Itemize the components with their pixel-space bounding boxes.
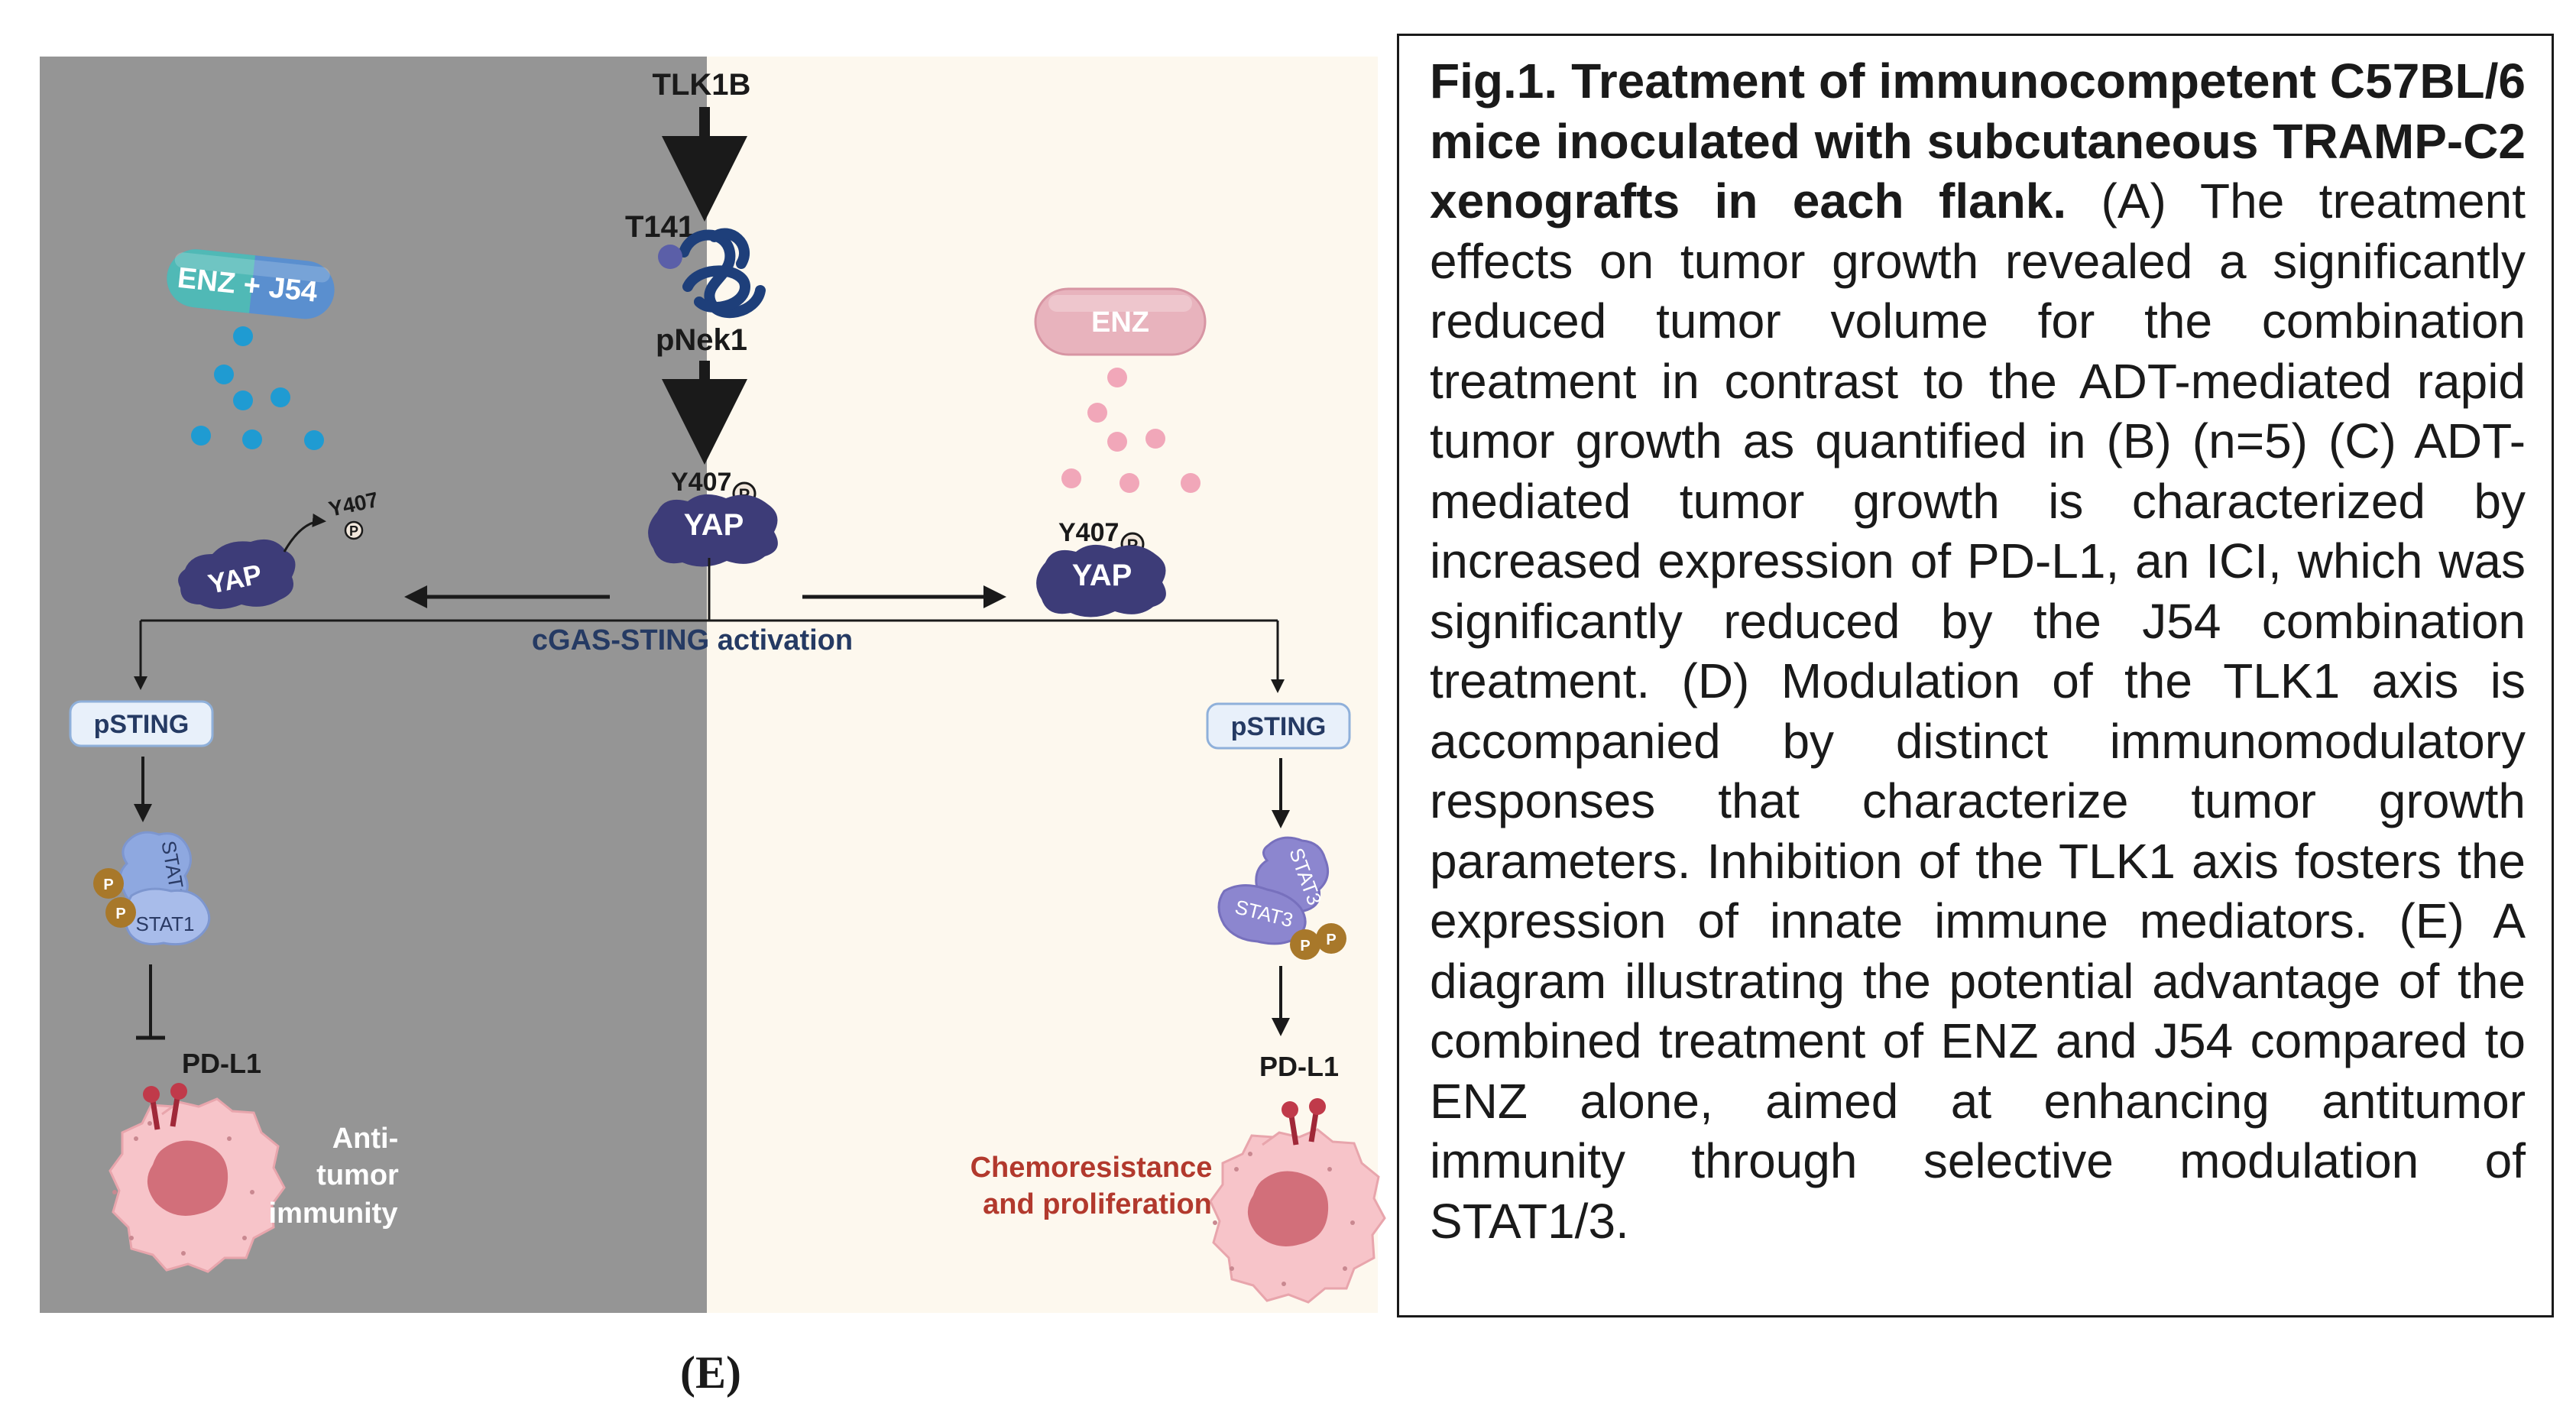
cgas-sting-label: cGAS-STING activation [532, 624, 853, 656]
right-yap-protein-icon [1036, 544, 1166, 617]
left-outcome-line-3: immunity [269, 1198, 398, 1230]
drug-dot-icon [271, 387, 290, 407]
left-psting-label: pSTING [94, 710, 190, 739]
drug-dot-icon [1087, 403, 1107, 423]
right-stat-phospho-mark: P [1300, 938, 1310, 954]
drug-dot-icon [1181, 473, 1201, 493]
left-phospho-icon [344, 520, 364, 540]
drug-dot-icon [304, 430, 324, 450]
right-capsule-enz-label: ENZ [1091, 306, 1149, 339]
left-pdl1-label: PD-L1 [182, 1048, 261, 1079]
left-outcome-line-2: tumor [316, 1159, 399, 1191]
enz-j54-capsule-icon: ENZ + J54 [167, 249, 335, 319]
right-pdl1-head-icon [1282, 1101, 1298, 1118]
left-stat-phospho-mark-2: P [115, 906, 125, 922]
drug-dot-icon [242, 429, 262, 449]
right-outcome-line-1: Chemoresistance [970, 1152, 1213, 1184]
figure-caption: Fig.1. Treatment of immunocompetent C57B… [1430, 51, 2526, 1251]
drug-dot-icon [1120, 473, 1139, 493]
caption-title: Fig.1. Treatment of immunocompetent C57B… [1430, 53, 2526, 228]
nek1-phospho-dot-icon [658, 245, 682, 269]
capsule-plus-label: + [242, 269, 262, 303]
left-phospho-mark: P [349, 523, 358, 539]
tlk1b-label: TLK1B [653, 68, 751, 102]
right-outcome-line-2: and proliferation [983, 1188, 1212, 1220]
right-pdl1-label: PD-L1 [1259, 1051, 1339, 1082]
caption-body: (A) The treatment effects on tumor growt… [1430, 173, 2526, 1249]
left-pdl1-receptor-icon [150, 1097, 180, 1130]
right-stat-phospho-icon [1290, 929, 1320, 960]
right-psting-box [1206, 702, 1351, 750]
left-stat-phospho-icon [93, 868, 124, 899]
left-stat-phospho-icon-2 [105, 897, 136, 928]
pnek1-label: pNek1 [656, 323, 747, 357]
drug-dot-icon [1061, 468, 1081, 488]
capsule-j54-label: J54 [267, 271, 319, 308]
left-psting-box [69, 700, 214, 747]
right-y407-label: Y407 [1058, 518, 1119, 547]
t141-label: T141 [625, 210, 695, 244]
panel-label: (E) [680, 1347, 741, 1398]
left-pdl1-head-icon-2 [170, 1083, 187, 1100]
drug-dot-icon [1107, 432, 1127, 452]
left-outcome-line-1: Anti- [332, 1123, 399, 1155]
drug-dot-icon [1107, 368, 1127, 387]
right-stat-phospho-mark-2: P [1326, 932, 1336, 948]
nek1-protein-icon [679, 228, 766, 319]
drug-dot-icon [233, 326, 253, 346]
center-y407-label: Y407 [671, 468, 731, 497]
drug-dot-icon [233, 391, 253, 410]
left-stat-phospho-mark: P [103, 877, 113, 893]
left-stat1-lower-label: STAT1 [135, 912, 194, 935]
drug-dot-icon [214, 365, 234, 384]
blue-drug-dots [191, 326, 324, 450]
caption-box: Fig.1. Treatment of immunocompetent C57B… [1397, 34, 2554, 1317]
right-cell-speckles [1213, 1152, 1355, 1286]
left-yap-protein-icon [178, 539, 296, 609]
right-panel-background [707, 57, 1378, 1313]
right-pdl1-receptor-icon [1288, 1112, 1319, 1146]
drug-dot-icon [1145, 429, 1165, 449]
left-stat1-lower-protein-icon [124, 887, 211, 946]
left-tumor-nucleus-icon [147, 1140, 228, 1216]
enz-capsule-icon [1034, 287, 1207, 356]
right-psting-label: pSTING [1231, 712, 1327, 741]
drug-dot-icon [191, 426, 211, 446]
left-pdl1-head-icon [143, 1086, 160, 1103]
right-pdl1-head-icon-2 [1309, 1098, 1326, 1115]
left-cell-speckles [112, 1121, 254, 1256]
center-yap-label: YAP [684, 508, 744, 542]
right-stat-phospho-icon-2 [1316, 923, 1346, 954]
right-yap-label: YAP [1072, 559, 1132, 592]
dephospho-curved-arrow [283, 513, 326, 553]
capsule-enz-label: ENZ [176, 262, 237, 300]
center-yap-protein-icon [648, 494, 778, 567]
right-tumor-nucleus-icon [1247, 1171, 1329, 1246]
pink-drug-dots [1061, 368, 1201, 493]
enz-capsule-shine-icon [1048, 295, 1192, 312]
